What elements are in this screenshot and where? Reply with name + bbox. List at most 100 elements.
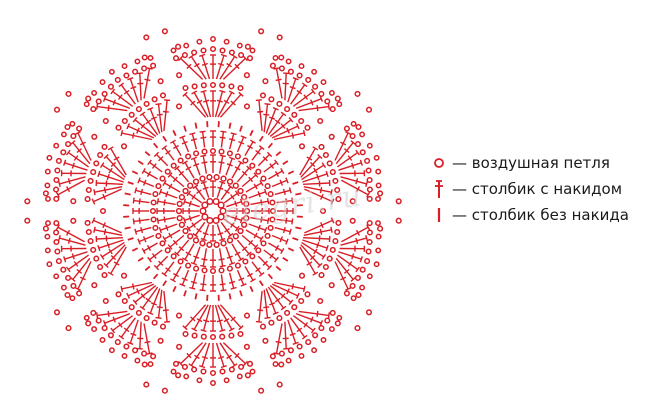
chain-stitch (365, 167, 372, 174)
chain-stitch (322, 151, 329, 159)
double-crochet-stitch (214, 304, 226, 333)
chain-stitch (159, 323, 167, 330)
chain-stitch (236, 42, 243, 49)
double-crochet-stitch (192, 184, 206, 201)
chain-stitch (226, 178, 234, 185)
chain-stitch (157, 337, 164, 344)
chain-stitch (101, 325, 108, 332)
chain-stitch (191, 366, 198, 373)
chain-stitch (42, 190, 49, 197)
chain-stitch (60, 149, 67, 156)
double-crochet-stitch (199, 53, 211, 80)
chain-stitch (365, 309, 373, 316)
chain-stitch (217, 201, 225, 209)
double-crochet-stitch (341, 179, 371, 198)
chain-stitch (206, 197, 214, 206)
chain-stitch (121, 297, 128, 305)
double-crochet-stitch (93, 226, 123, 236)
chain-stitch (44, 247, 51, 254)
double-crochet-stitch (60, 245, 87, 252)
chain-stitch (311, 347, 318, 354)
double-crochet-stitch (251, 145, 265, 161)
double-crochet-stitch (132, 208, 149, 214)
double-crochet-stitch (186, 190, 203, 204)
chain-stitch (291, 304, 298, 311)
chain-stitch (326, 255, 333, 262)
chain-stitch (228, 366, 235, 373)
double-crochet-stitch (182, 208, 199, 214)
chain-stitch (164, 247, 171, 254)
chain-stitch (276, 34, 283, 41)
chain-stitch (349, 217, 356, 224)
chain-stitch (219, 82, 226, 89)
chain-stitch (177, 157, 184, 164)
chain-stitch (170, 368, 177, 375)
chain-stitch (276, 381, 283, 388)
chain-stitch (95, 317, 102, 324)
double-crochet-stitch (250, 198, 270, 206)
chain-stitch (354, 90, 361, 97)
double-crochet-stitch (216, 224, 226, 242)
double-crochet-stitch (231, 160, 244, 179)
double-crochet-stitch (182, 304, 207, 331)
chain-stitch (249, 162, 256, 169)
double-crochet-stitch (192, 221, 206, 238)
double-crochet-stitch (139, 286, 159, 311)
double-crochet-stitch (153, 255, 169, 271)
chain-stitch (176, 343, 183, 350)
double-crochet-stitch (282, 321, 290, 350)
chain-stitch (155, 183, 162, 190)
chain-stitch (84, 219, 91, 226)
double-crochet-stitch (250, 216, 270, 224)
double-crochet-stitch (127, 319, 139, 345)
double-crochet-stitch (257, 255, 273, 271)
chain-stitch (87, 238, 94, 245)
double-crochet-stitch (277, 208, 294, 214)
chain-stitch (65, 141, 72, 148)
chain-stitch (395, 217, 402, 224)
double-crochet-stitch (200, 248, 208, 268)
chain-stitch (185, 262, 192, 269)
chain-stitch (366, 186, 373, 193)
chain-stitch (219, 47, 226, 54)
chain-stitch (278, 361, 285, 368)
legend-item-chain: — воздушная петля (430, 150, 629, 176)
chain-stitch (193, 265, 200, 272)
double-crochet-stitch (127, 77, 139, 103)
chain-stitch (150, 199, 157, 206)
chain-stitch (150, 353, 157, 360)
chain-stitch (296, 72, 303, 79)
chain-stitch (65, 325, 72, 332)
double-crochet-stitch (70, 140, 91, 165)
double-crochet-stitch (267, 286, 287, 311)
double-crochet-stitch (287, 77, 299, 103)
single-crochet-stitch (172, 285, 177, 293)
chain-stitch (65, 90, 72, 97)
double-crochet-stitch (174, 165, 190, 183)
chain-stitch (175, 207, 183, 215)
chain-stitch (53, 229, 60, 236)
single-crochet-stitch (239, 125, 243, 132)
chain-stitch (223, 377, 230, 384)
double-crochet-stitch (200, 224, 210, 242)
chain-stitch (159, 240, 166, 247)
double-crochet-stitch (210, 225, 216, 242)
chain-stitch (375, 195, 381, 202)
chain-stitch (175, 312, 183, 319)
chain-stitch (90, 169, 97, 176)
single-crochet-stitch (295, 226, 302, 230)
double-crochet-stitch (143, 323, 153, 355)
chain-stitch (191, 49, 198, 56)
single-crochet-stitch (162, 135, 168, 142)
chain-stitch (76, 125, 83, 132)
chain-stitch (55, 157, 62, 164)
chain-stitch (264, 232, 271, 239)
double-crochet-stitch (335, 140, 356, 165)
double-crochet-stitch (188, 54, 207, 80)
double-crochet-stitch (287, 319, 299, 345)
double-crochet-stitch (70, 257, 91, 282)
chain-stitch (128, 304, 135, 311)
double-crochet-stitch (236, 165, 252, 183)
chain-stitch (298, 352, 305, 359)
single-crochet-stitch (153, 142, 159, 149)
